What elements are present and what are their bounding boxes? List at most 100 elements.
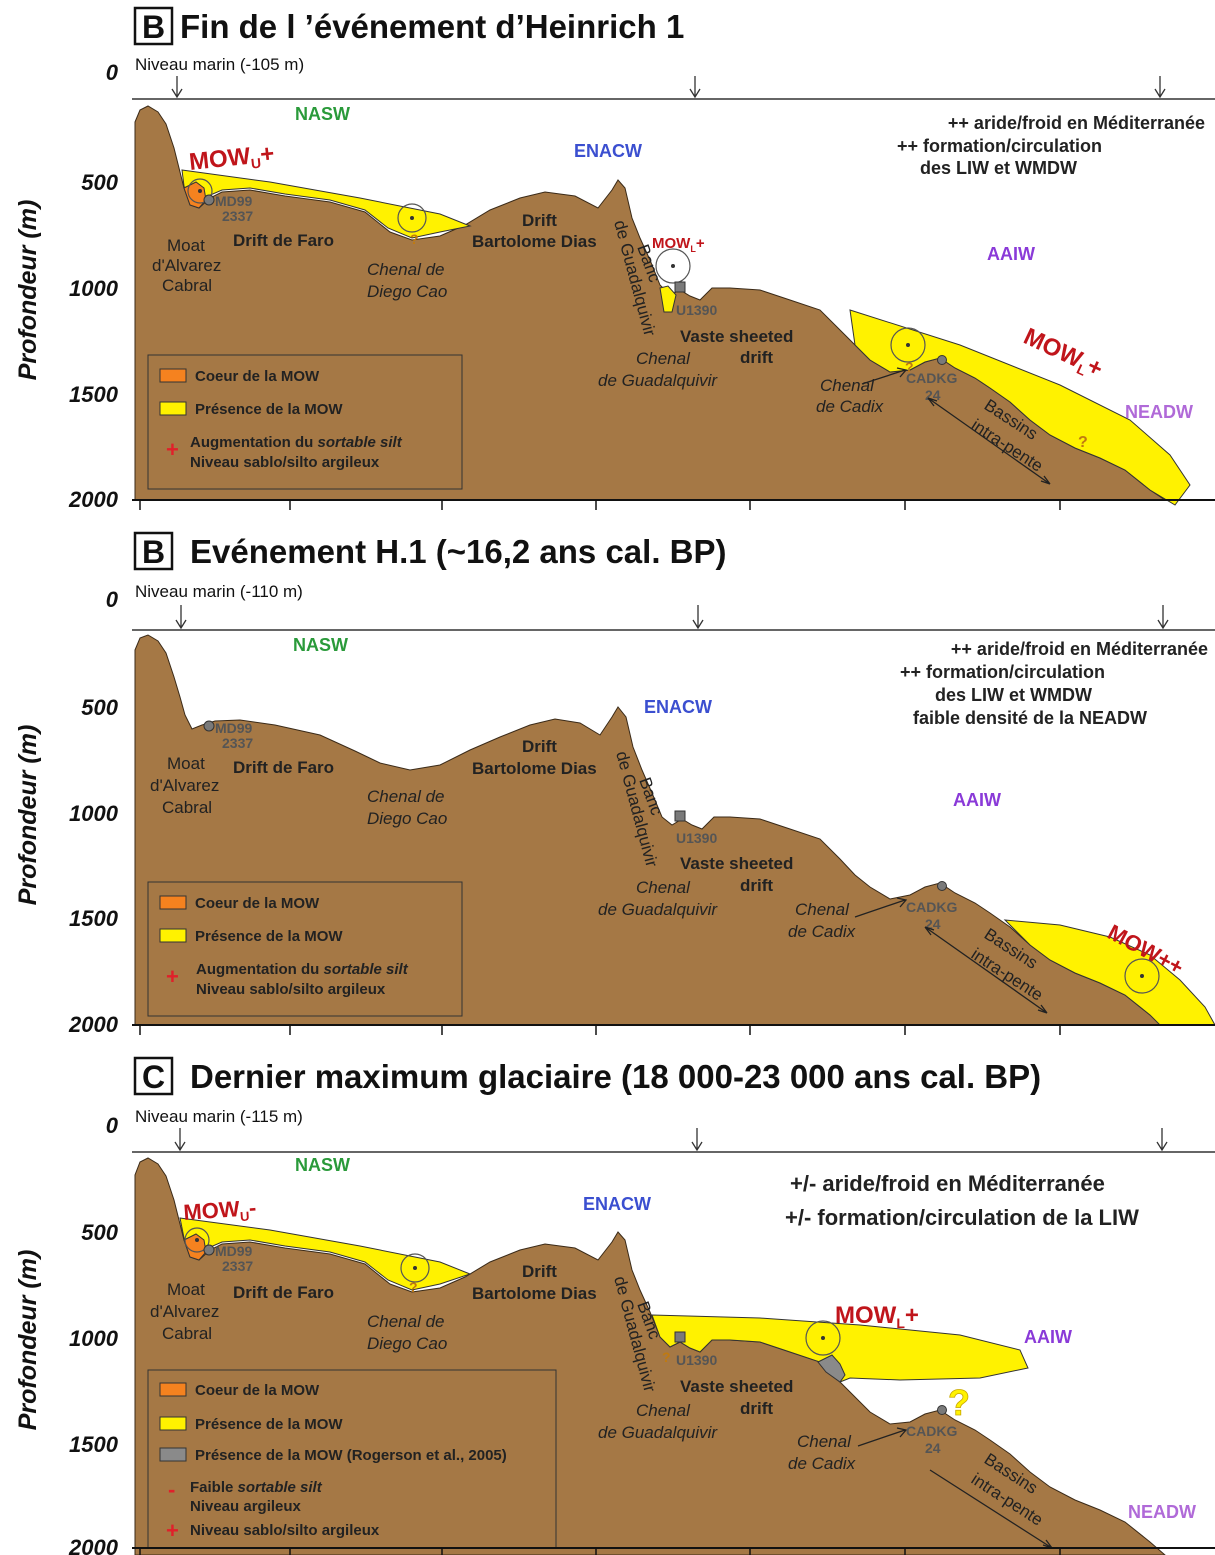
label-moat-3: Cabral xyxy=(162,1324,212,1343)
site-md99-label-2: 2337 xyxy=(222,1258,253,1274)
label-drift-bd-2: Bartolome Dias xyxy=(472,1284,597,1303)
question-mark: ? xyxy=(1078,434,1088,451)
arrow-cadix xyxy=(861,367,908,385)
label-nasw: NASW xyxy=(295,104,350,124)
label-drift-bd-1: Drift xyxy=(522,737,557,756)
y-tick-500: 500 xyxy=(81,1220,118,1245)
site-cadkg-marker xyxy=(937,1405,947,1415)
label-chenal-diego-2: Diego Cao xyxy=(367,809,447,828)
legend-minus-line-1: Faible sortable silt xyxy=(190,1479,323,1496)
note-line-1: +/- aride/froid en Méditerranée xyxy=(790,1171,1105,1196)
panel-title: Fin de l ’événement d’Heinrich 1 xyxy=(180,8,684,45)
panel-svg: B Fin de l ’événement d’Heinrich 1 0 500… xyxy=(14,6,1215,512)
label-mow-upper: MOWU- xyxy=(183,1195,258,1228)
label-vaste-1: Vaste sheeted xyxy=(680,854,793,873)
legend-core-swatch xyxy=(159,368,187,383)
label-mow-lower-small: MOWL+ xyxy=(652,235,705,254)
legend-plus-sign: + xyxy=(166,1518,179,1543)
panel-letter-box xyxy=(133,531,174,571)
label-neadw: NEADW xyxy=(1125,402,1193,422)
legend-minus-line-2: Niveau argileux xyxy=(190,1498,302,1515)
y-tick-1000: 1000 xyxy=(69,801,119,826)
label-neadw: NEADW xyxy=(1128,1502,1196,1522)
question-mark: ? xyxy=(410,231,419,247)
site-cadkg-marker xyxy=(937,355,947,365)
mow-lower-small-presence xyxy=(659,285,677,313)
site-cadkg-label: CADKG xyxy=(906,899,957,915)
panel-letter: C xyxy=(142,1059,165,1095)
label-enacw: ENACW xyxy=(583,1194,651,1214)
site-md99-marker xyxy=(203,1244,215,1256)
site-cadkg-label-2: 24 xyxy=(925,387,941,403)
note-line-2: ++ formation/circulation xyxy=(900,662,1105,682)
label-chenal-guad-1: Chenal xyxy=(636,349,691,368)
y-tick-500: 500 xyxy=(81,695,118,720)
mow-rogerson-presence xyxy=(817,1354,846,1383)
core-circle xyxy=(1124,958,1160,994)
core-dots xyxy=(198,189,910,347)
label-chenal-diego-1: Chenal de xyxy=(367,1312,445,1331)
site-u1390-marker xyxy=(674,810,686,822)
y-tick-1500: 1500 xyxy=(69,382,119,407)
question-mark: ? xyxy=(662,1349,671,1365)
svg-text:MOWU+: MOWU+ xyxy=(188,140,276,178)
sea-level-label: Niveau marin (-105 m) xyxy=(135,55,304,74)
y-axis-title: Profondeur (m) xyxy=(14,200,42,381)
label-mow-lower: MOWL+ xyxy=(835,1302,919,1331)
sea-level-label: Niveau marin (-110 m) xyxy=(135,582,303,601)
label-drift-faro: Drift de Faro xyxy=(233,1283,334,1302)
label-chenal-diego-2: Diego Cao xyxy=(367,282,447,301)
y-tick-2000: 2000 xyxy=(68,487,119,512)
label-enacw: ENACW xyxy=(644,697,712,717)
site-u1390-label: U1390 xyxy=(676,302,717,318)
site-md99-label: MD99 xyxy=(215,720,253,736)
label-chenal-guad-2: de Guadalquivir xyxy=(598,1423,718,1442)
x-axis-ticks xyxy=(139,500,1061,510)
panel-letter: B xyxy=(142,9,165,45)
core-circles xyxy=(184,1227,841,1356)
panel-letter-box xyxy=(133,6,174,46)
label-chenal-diego-2: Diego Cao xyxy=(367,1334,447,1353)
label-nasw: NASW xyxy=(293,635,348,655)
site-md99-label-2: 2337 xyxy=(222,735,253,751)
note-line-2: ++ formation/circulation xyxy=(897,136,1102,156)
arrow-bassins xyxy=(924,926,1048,1014)
legend-plus-sign: + xyxy=(166,964,179,989)
label-cadix-1: Chenal xyxy=(820,376,875,395)
note-line-3: des LIW et WMDW xyxy=(920,158,1077,178)
label-drift-faro: Drift de Faro xyxy=(233,231,334,250)
sea-level-arrows xyxy=(171,76,1166,99)
sea-level-arrows xyxy=(175,605,1169,630)
label-moat-1: Moat xyxy=(167,236,205,255)
legend-core-swatch xyxy=(159,895,187,910)
x-axis-ticks xyxy=(139,1548,1061,1555)
mow-lower-presence xyxy=(849,309,1191,506)
label-cadix-2: de Cadix xyxy=(788,922,856,941)
legend-plus-sign: + xyxy=(166,437,179,462)
panel-title: Evénement H.1 (~16,2 ans cal. BP) xyxy=(190,533,727,570)
legend-presence-label: Présence de la MOW xyxy=(195,1416,343,1433)
legend-rogerson-label: Présence de la MOW (Rogerson et al., 200… xyxy=(195,1447,507,1464)
site-u1390-marker xyxy=(674,281,686,293)
y-tick-500: 500 xyxy=(81,170,118,195)
label-cadix-2: de Cadix xyxy=(788,1454,856,1473)
y-tick-1000: 1000 xyxy=(69,1326,119,1351)
panel-svg: B Evénement H.1 (~16,2 ans cal. BP) 0 50… xyxy=(14,531,1215,1037)
label-moat-1: Moat xyxy=(167,1280,205,1299)
question-mark: ? xyxy=(905,359,914,375)
label-vaste-1: Vaste sheeted xyxy=(680,327,793,346)
label-aaiw: AAIW xyxy=(987,244,1035,264)
svg-text:MOWU-: MOWU- xyxy=(183,1195,258,1228)
label-aaiw: AAIW xyxy=(953,790,1001,810)
legend-silt-line-1: Augmentation du sortable silt xyxy=(190,434,403,451)
legend-core-label: Coeur de la MOW xyxy=(195,1382,320,1399)
note-line-4: faible densité de la NEADW xyxy=(913,708,1147,728)
label-cadix-1: Chenal xyxy=(797,1432,852,1451)
arrow-cadix xyxy=(857,1427,908,1447)
question-mark: ? xyxy=(409,1279,418,1295)
site-md99-marker xyxy=(203,720,215,732)
label-moat-1: Moat xyxy=(167,754,205,773)
label-mow-upper: MOWU+ xyxy=(188,140,276,178)
note-line-1: ++ aride/froid en Méditerranée xyxy=(951,639,1208,659)
label-moat-2: d'Alvarez xyxy=(150,1302,219,1321)
